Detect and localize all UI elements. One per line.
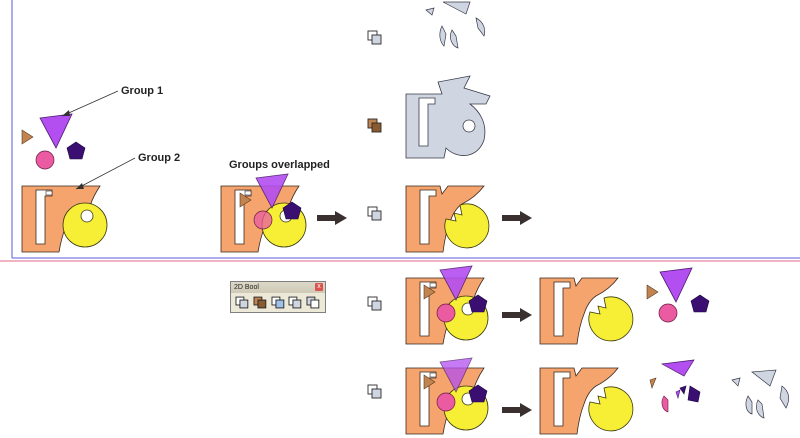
op-icon-row5[interactable] bbox=[367, 384, 382, 399]
intersect-icon[interactable] bbox=[271, 296, 286, 310]
callout-line-group2 bbox=[75, 157, 136, 190]
toolbar-title: 2D Bool bbox=[234, 284, 259, 291]
callout-line-group1 bbox=[61, 90, 119, 117]
label-group2: Group 2 bbox=[138, 152, 180, 164]
overlapped-shapes[interactable] bbox=[220, 173, 307, 253]
boolean-icon[interactable] bbox=[235, 296, 250, 310]
result-row5 bbox=[539, 367, 634, 435]
op-icon-row1[interactable] bbox=[367, 30, 382, 45]
close-icon[interactable]: x bbox=[315, 283, 323, 291]
trim-icon[interactable] bbox=[306, 296, 321, 310]
op-icon-row2[interactable] bbox=[367, 118, 382, 133]
arrow-2 bbox=[502, 211, 532, 225]
union-shape bbox=[405, 75, 491, 159]
arrow-4 bbox=[502, 403, 532, 417]
fragments-row5-gray bbox=[731, 369, 789, 419]
fragments-top bbox=[425, 1, 486, 49]
union-icon[interactable] bbox=[253, 296, 268, 310]
group2-shapes[interactable] bbox=[21, 185, 108, 253]
subtract-result-row3 bbox=[405, 185, 490, 253]
bool-toolbar[interactable]: 2D Bool x bbox=[230, 281, 326, 313]
op-icon-row4[interactable] bbox=[367, 296, 382, 311]
op-icon-row3[interactable] bbox=[367, 206, 382, 221]
label-group1: Group 1 bbox=[121, 85, 163, 97]
overlap-row5 bbox=[405, 357, 489, 435]
result-row4 bbox=[539, 277, 634, 345]
arrow-3 bbox=[502, 308, 532, 322]
subtract-icon[interactable] bbox=[288, 296, 303, 310]
fragments-row5-color bbox=[649, 359, 701, 413]
group1-shapes[interactable] bbox=[21, 113, 86, 170]
callout-arrowhead-group1 bbox=[62, 110, 70, 116]
overlap-row4 bbox=[405, 265, 489, 345]
toolbar-titlebar[interactable]: 2D Bool x bbox=[231, 282, 325, 293]
group1-row4 bbox=[646, 267, 710, 323]
callout-arrowhead-group2 bbox=[76, 183, 84, 189]
label-groups-overlapped: Groups overlapped bbox=[229, 159, 330, 171]
arrow-1 bbox=[317, 211, 347, 225]
